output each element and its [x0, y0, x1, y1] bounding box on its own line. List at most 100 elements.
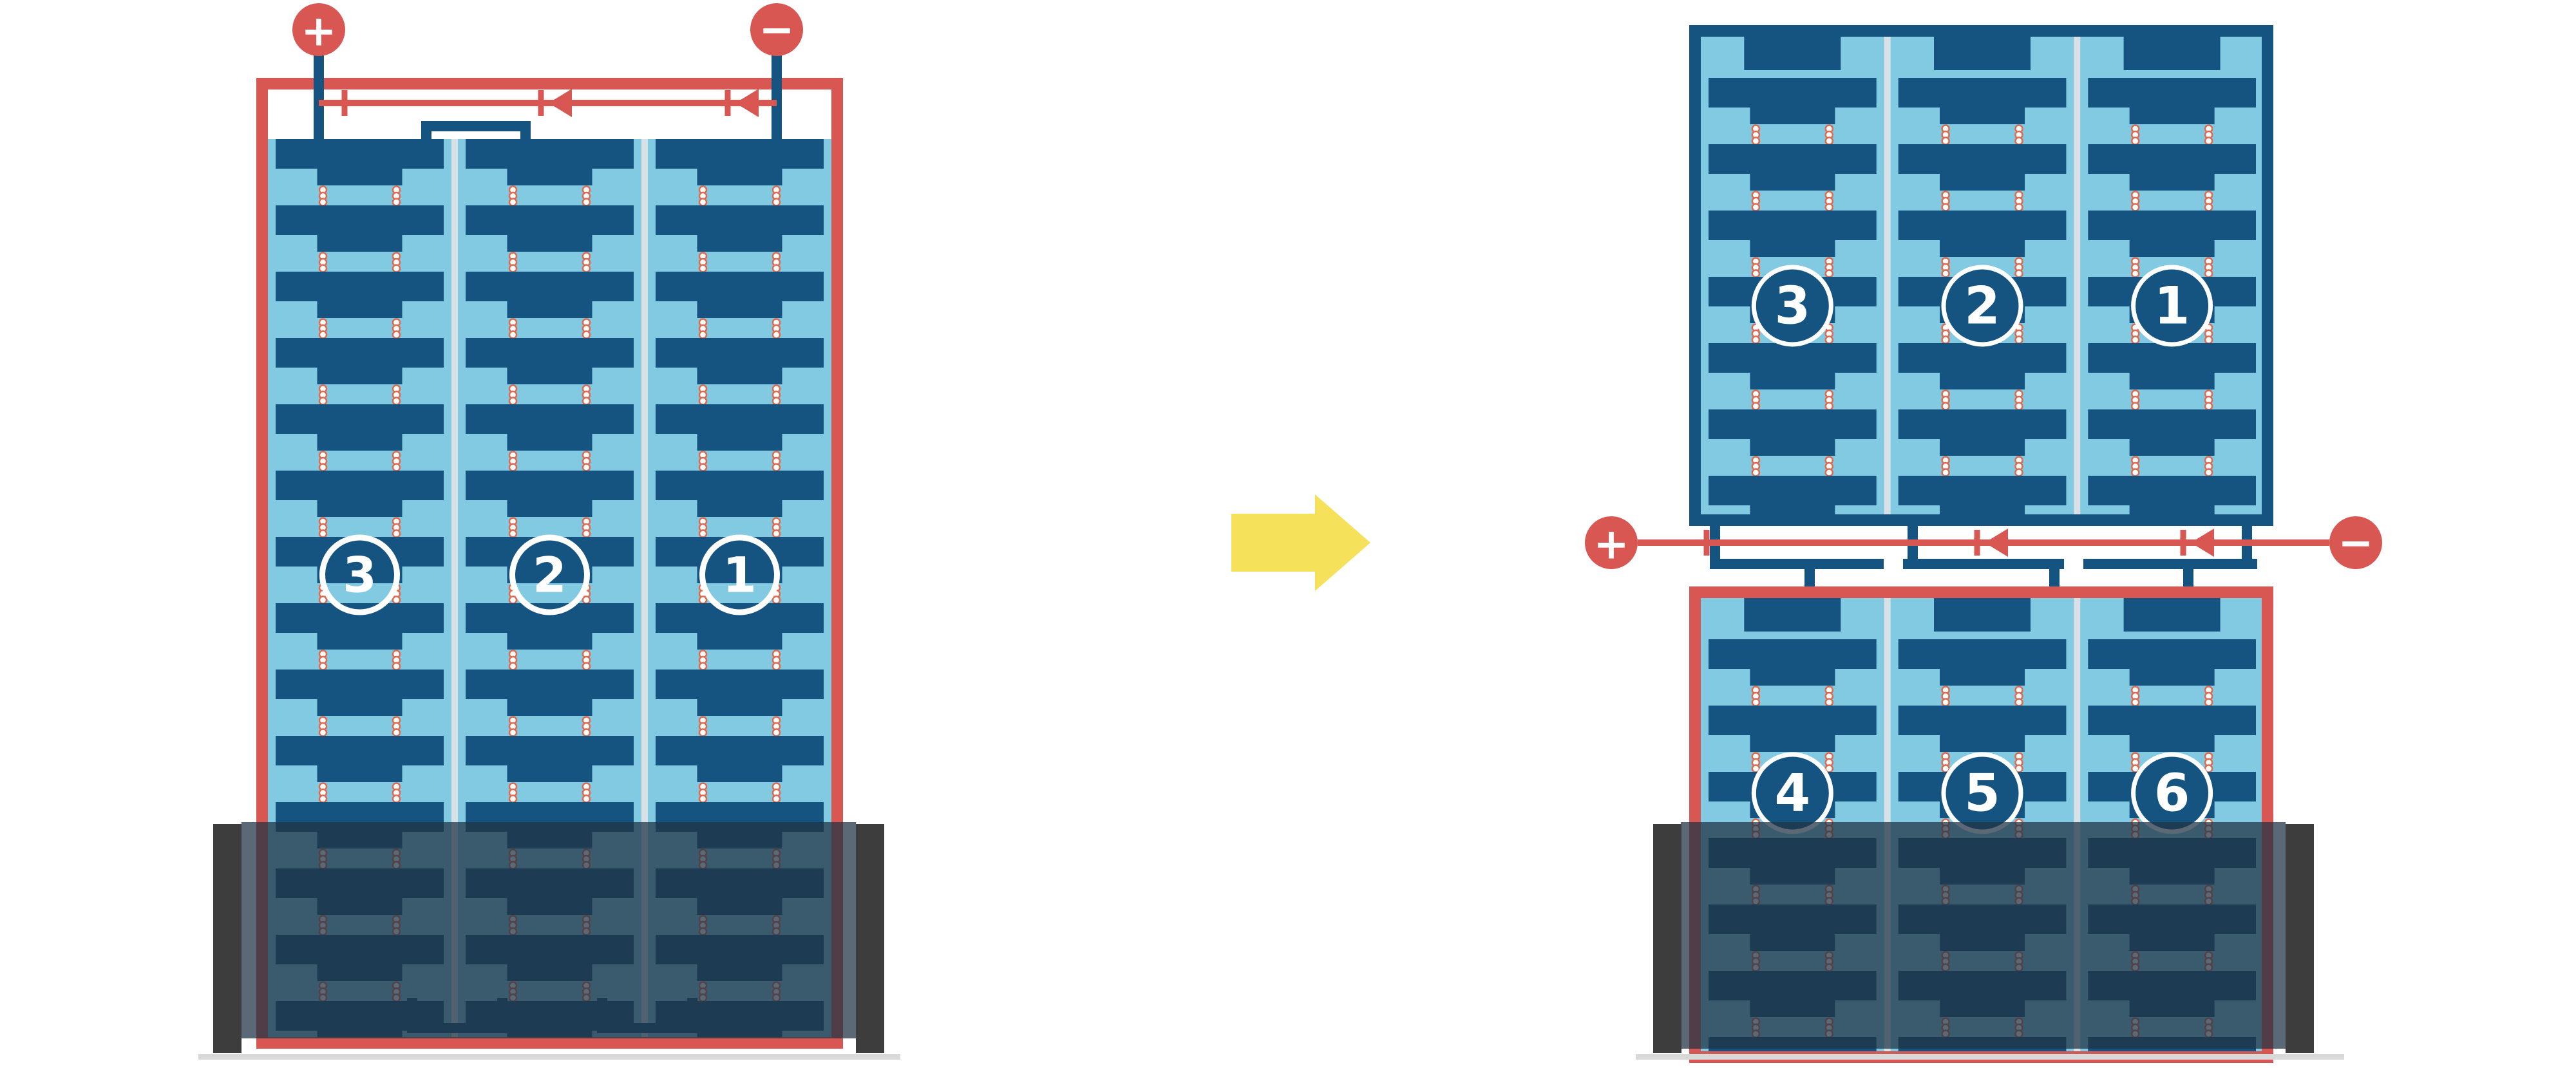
solder-dot: [699, 1061, 706, 1068]
solder-dot: [392, 662, 401, 671]
solder-dot: [2014, 136, 2023, 145]
string-label-circle-rtop-3: [1751, 265, 1833, 347]
solder-dot: [1824, 698, 1834, 707]
solder-dot: [2130, 698, 2140, 707]
string-label-left-2: 2: [533, 547, 567, 604]
solder-dot: [392, 728, 401, 737]
solder-dot: [772, 264, 781, 273]
current-arrow-left-1: [549, 89, 572, 117]
pv-cell: [276, 205, 444, 235]
solder-dot: [1824, 468, 1834, 477]
pv-cell: [466, 338, 634, 368]
string-label-rtop-2: 2: [1964, 276, 2000, 336]
ground-line-right: [1636, 1054, 2344, 1060]
junction-tab-bottom-1: [1744, 598, 1841, 632]
solder-dot: [698, 662, 708, 671]
pv-cell: [466, 272, 634, 301]
solder-dot: [392, 595, 401, 604]
pv-cell-tab: [2129, 240, 2215, 257]
solder-dot: [2204, 136, 2213, 145]
solder-dot: [2204, 269, 2213, 278]
left-column-separator-2: [641, 139, 648, 1038]
wire-tick-3: [724, 90, 731, 116]
pv-cell-tab: [697, 567, 782, 583]
solder-dot: [1941, 335, 1950, 344]
solder-dot: [318, 794, 328, 803]
right-top-separator-2: [2074, 37, 2081, 514]
solder-dot: [508, 529, 518, 538]
pv-cell-tab: [1940, 108, 2025, 124]
pv-cell: [276, 471, 444, 500]
solder-dot: [318, 529, 328, 538]
mount-bar-left-2: [856, 824, 884, 1053]
pv-cell: [656, 670, 824, 699]
solder-dot: [393, 1061, 400, 1068]
pv-cell-tab: [697, 633, 782, 650]
pv-cell-tab: [507, 633, 592, 650]
junction-bus-1: [1710, 559, 1884, 569]
pv-cell: [656, 736, 824, 765]
solder-dot: [582, 662, 591, 671]
junction-tab-bottom-2: [1934, 598, 2031, 632]
pv-cell-tab: [1750, 108, 1835, 124]
string-label-rbot-5: 5: [1964, 764, 2000, 823]
solder-dot: [582, 794, 591, 803]
solder-dot: [2130, 203, 2140, 212]
solder-dot: [1941, 468, 1950, 477]
left-panel-module: 3 2 1 + −: [198, 3, 900, 1068]
solder-dot: [1824, 203, 1834, 212]
wire-tick-1: [341, 90, 348, 116]
solder-dot: [698, 264, 708, 273]
pv-cell-tab: [1940, 669, 2025, 686]
pv-cell-tab: [1750, 669, 1835, 686]
pv-cell: [1898, 144, 2067, 174]
solder-dot: [772, 728, 781, 737]
solder-dot: [508, 463, 518, 472]
wire-tick-right-3: [2180, 530, 2186, 556]
solder-dot: [1751, 698, 1761, 707]
solder-dot: [772, 330, 781, 339]
wire-tick-right-2: [1974, 530, 1980, 556]
solder-dot: [392, 397, 401, 406]
solder-dot: [582, 330, 591, 339]
solder-dot: [772, 794, 781, 803]
solder-dot: [582, 397, 591, 406]
pv-cell-tab: [507, 500, 592, 517]
solder-dot: [772, 529, 781, 538]
solder-dot: [318, 662, 328, 671]
solder-dot: [772, 198, 781, 207]
solder-dot: [2014, 402, 2023, 411]
pv-cell: [276, 603, 444, 633]
pv-cell: [1898, 211, 2067, 240]
pv-cell-tab: [1940, 373, 2025, 389]
pv-cell-tab: [507, 301, 592, 318]
solder-dot: [1824, 335, 1834, 344]
junction-tab-bottom-3: [2123, 598, 2221, 632]
negative-terminal: [750, 3, 803, 56]
string-label-rtop-3: 3: [1774, 276, 1810, 336]
pv-cell: [466, 736, 634, 765]
solder-dot: [698, 595, 708, 604]
solder-dot: [582, 463, 591, 472]
right-top-cell-grid: [1709, 78, 2256, 514]
positive-terminal-right: [1585, 516, 1638, 569]
pv-cell: [1709, 706, 1877, 735]
pv-cell: [1898, 706, 2067, 735]
right-top-frame-border: [1689, 25, 2273, 526]
pv-cell: [2088, 409, 2256, 439]
pv-cell-tab: [2129, 669, 2215, 686]
positive-terminal: [292, 3, 345, 56]
current-arrow-right-2: [2191, 529, 2214, 557]
solder-dot: [1941, 269, 1950, 278]
solder-dot: [1751, 203, 1761, 212]
string-label-left-3: 3: [343, 547, 377, 604]
pv-cell-tab: [317, 235, 402, 252]
solder-dot: [1751, 136, 1761, 145]
solder-dot: [392, 794, 401, 803]
pv-cell: [1709, 211, 1877, 240]
top-interconnect: [421, 121, 531, 156]
solder-dot: [2014, 335, 2023, 344]
solder-dot: [698, 198, 708, 207]
negative-terminal-glyph: −: [759, 5, 794, 55]
